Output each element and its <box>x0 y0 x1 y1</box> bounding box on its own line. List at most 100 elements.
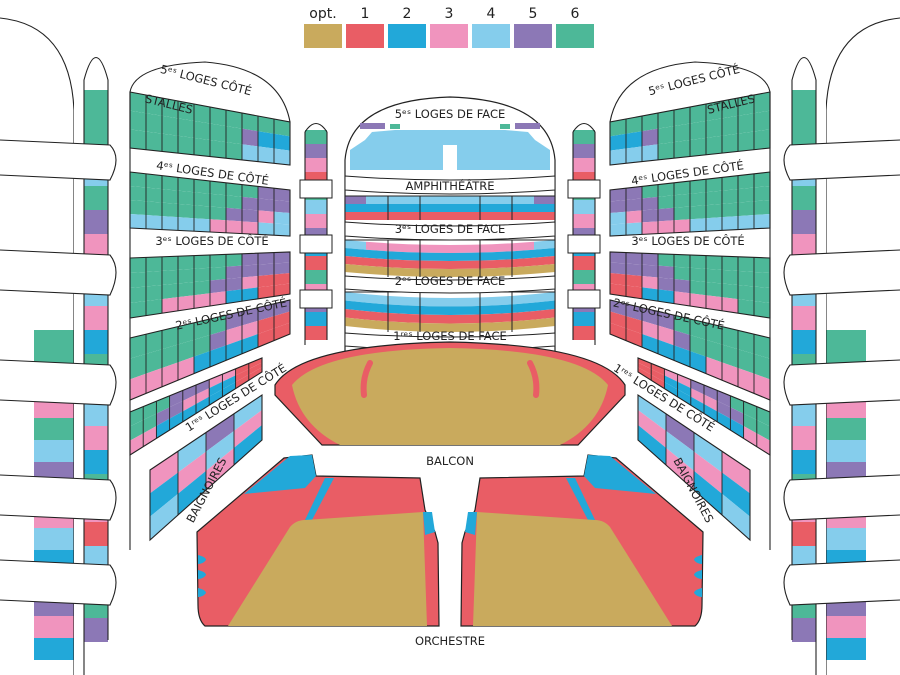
seat-block[interactable] <box>610 199 626 213</box>
seat-block[interactable] <box>690 104 706 124</box>
seat-block[interactable] <box>429 204 450 212</box>
seat-block[interactable] <box>754 373 770 400</box>
seat-block[interactable] <box>722 362 738 387</box>
seat-block[interactable] <box>658 126 674 145</box>
seat-block[interactable] <box>194 255 210 269</box>
seat-block[interactable] <box>242 209 258 223</box>
seat-block[interactable] <box>738 131 754 152</box>
seat-block[interactable] <box>610 311 626 329</box>
seat-block[interactable] <box>513 265 534 276</box>
seat-block[interactable] <box>642 128 658 147</box>
loges2-cote[interactable] <box>609 299 771 401</box>
seat-block[interactable] <box>792 210 816 234</box>
seat-block[interactable] <box>638 367 652 381</box>
seat-block[interactable] <box>162 175 178 191</box>
seat-block[interactable] <box>513 249 534 260</box>
seat-block[interactable] <box>130 186 146 202</box>
seat-block[interactable] <box>674 291 690 306</box>
seat-block[interactable] <box>690 205 706 220</box>
seat-block[interactable] <box>610 252 626 264</box>
seat-block[interactable] <box>694 451 722 494</box>
seat-block[interactable] <box>658 182 674 197</box>
seat-block[interactable] <box>162 216 178 231</box>
balcon-section[interactable] <box>274 341 626 446</box>
seat-block[interactable] <box>450 306 471 315</box>
seat-block[interactable] <box>626 198 642 212</box>
seat-block[interactable] <box>178 118 194 138</box>
seat-block[interactable] <box>366 311 387 322</box>
seat-block[interactable] <box>34 616 74 638</box>
seat-block[interactable] <box>408 322 429 332</box>
seat-block[interactable] <box>738 270 754 287</box>
seat-block[interactable] <box>756 406 770 427</box>
seat-block[interactable] <box>178 101 194 121</box>
seat-block[interactable] <box>194 104 210 124</box>
seat-block[interactable] <box>429 314 450 324</box>
seat-block[interactable] <box>196 379 210 395</box>
seat-block[interactable] <box>722 472 750 517</box>
seat-block[interactable] <box>706 101 722 121</box>
seat-block[interactable] <box>471 204 492 212</box>
seat-block[interactable] <box>738 285 754 302</box>
seat-block[interactable] <box>626 210 642 224</box>
seat-block[interactable] <box>210 266 226 281</box>
seat-block[interactable] <box>130 129 146 150</box>
seat-block[interactable] <box>162 98 178 119</box>
seat-block[interactable] <box>178 268 194 284</box>
seat-block[interactable] <box>492 304 513 315</box>
seat-block[interactable] <box>722 256 738 271</box>
seat-block[interactable] <box>658 325 674 346</box>
seat-block[interactable] <box>674 123 690 143</box>
seat-block[interactable] <box>429 244 450 253</box>
seat-block[interactable] <box>130 257 146 273</box>
seat-block[interactable] <box>274 311 290 329</box>
seat-block[interactable] <box>626 328 642 348</box>
seat-block[interactable] <box>534 204 555 212</box>
seat-block[interactable] <box>305 200 327 214</box>
seat-block[interactable] <box>366 319 387 330</box>
seat-block[interactable] <box>658 207 674 222</box>
seat-block[interactable] <box>146 368 162 394</box>
amphitheatre-seats[interactable] <box>344 195 556 220</box>
seat-block[interactable] <box>274 223 290 236</box>
seat-block[interactable] <box>274 119 290 137</box>
seat-block[interactable] <box>274 283 290 297</box>
seat-block[interactable] <box>756 433 770 455</box>
seat-block[interactable] <box>258 198 274 212</box>
seat-block[interactable] <box>626 222 642 236</box>
seat-block[interactable] <box>534 300 555 312</box>
seat-block[interactable] <box>242 287 258 302</box>
seat-block[interactable] <box>408 204 429 212</box>
seat-block[interactable] <box>513 196 534 204</box>
seat-block[interactable] <box>792 306 816 330</box>
seat-block[interactable] <box>222 368 236 382</box>
seat-block[interactable] <box>226 265 242 279</box>
loges2-cote[interactable] <box>129 299 291 401</box>
seat-block[interactable] <box>704 385 718 401</box>
seat-block[interactable] <box>143 426 157 447</box>
seat-block[interactable] <box>674 254 690 268</box>
loges3-cote[interactable] <box>609 251 771 319</box>
seat-block[interactable] <box>471 212 492 220</box>
seat-block[interactable] <box>429 196 450 204</box>
seat-block[interactable] <box>169 411 183 431</box>
seat-block[interactable] <box>387 259 408 269</box>
seat-block[interactable] <box>429 323 450 332</box>
seat-block[interactable] <box>534 309 555 320</box>
seat-block[interactable] <box>206 430 234 471</box>
seat-block[interactable] <box>492 204 513 212</box>
seat-block[interactable] <box>500 124 510 129</box>
seat-block[interactable] <box>610 283 626 297</box>
seat-block[interactable] <box>492 196 513 204</box>
seat-block[interactable] <box>658 311 674 331</box>
seat-block[interactable] <box>210 193 226 208</box>
seat-block[interactable] <box>610 188 626 202</box>
seat-block[interactable] <box>387 312 408 323</box>
seat-block[interactable] <box>226 220 242 234</box>
seat-block[interactable] <box>345 317 366 329</box>
seat-block[interactable] <box>146 256 162 272</box>
seat-block[interactable] <box>162 297 178 314</box>
seat-block[interactable] <box>156 407 170 426</box>
seat-block[interactable] <box>178 177 194 193</box>
seat-block[interactable] <box>690 293 706 309</box>
